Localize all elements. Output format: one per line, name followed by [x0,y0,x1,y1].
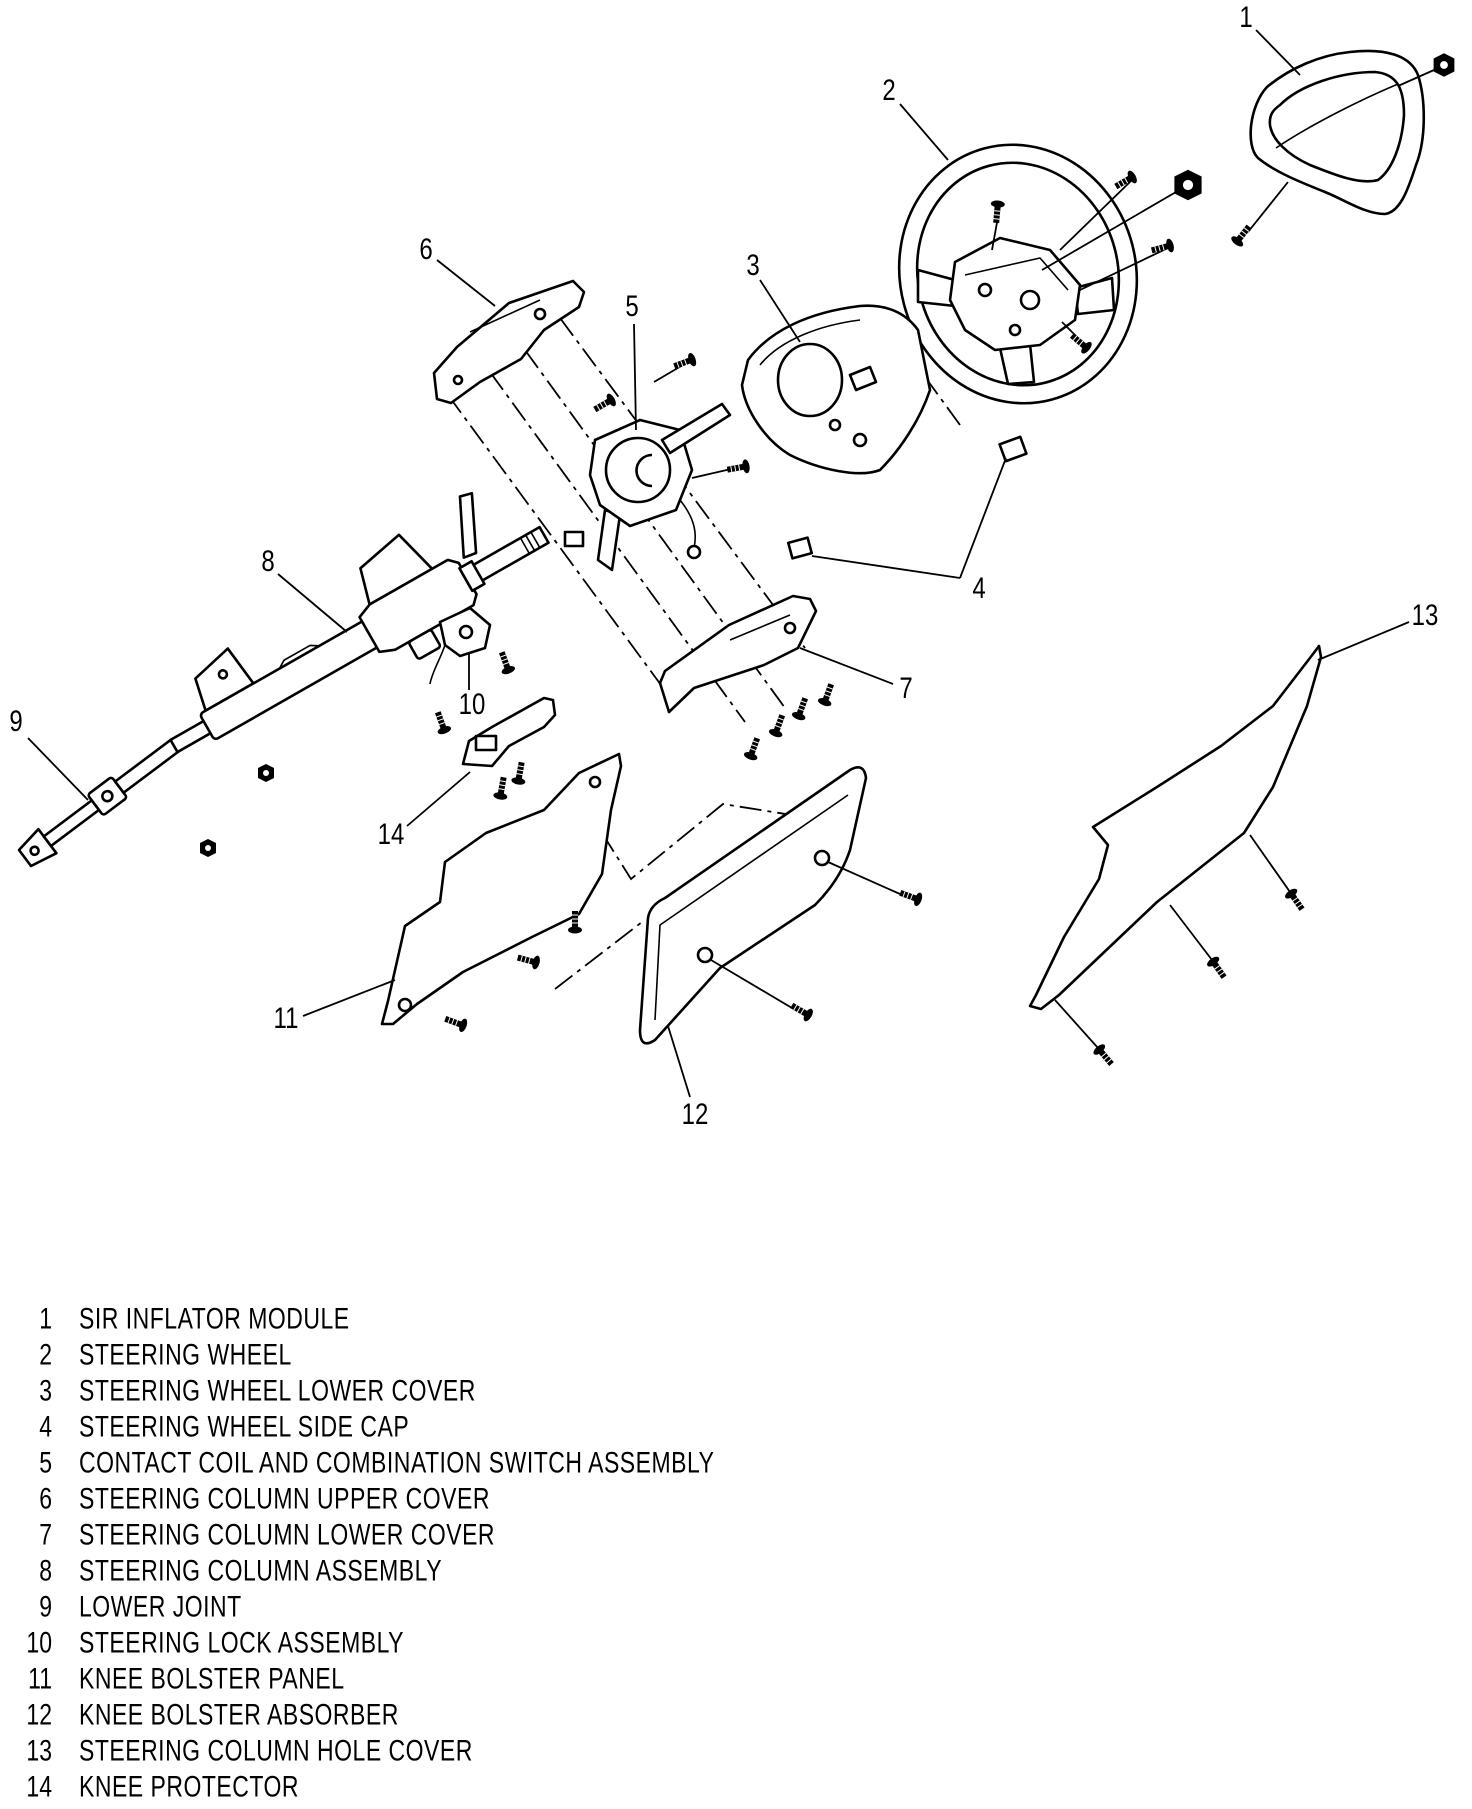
callouts: 1 2 3 4 5 6 7 8 9 10 11 12 13 14 [9,0,1438,1131]
screw [510,760,530,787]
exploded-view-diagram: 1 2 3 4 5 6 7 8 9 10 11 12 13 14 [9,0,1455,1131]
legend-item: 7 STEERING COLUMN LOWER COVER [0,1516,900,1552]
legend-number: 9 [39,1589,52,1623]
mounting-nut [200,839,216,857]
callout-3: 3 [746,247,759,281]
callout-8: 8 [261,543,274,577]
screw [492,775,512,802]
wheel-nut [1174,169,1202,201]
legend-label: STEERING WHEEL [79,1337,292,1371]
screw [816,681,839,709]
legend-item: 5 CONTACT COIL AND COMBINATION SWITCH ASS… [0,1444,900,1480]
callout-5: 5 [625,288,638,322]
callout-9: 9 [9,703,22,737]
legend-number: 13 [26,1733,52,1767]
screw [1204,954,1231,982]
screw [590,391,619,417]
legend-label: STEERING COLUMN UPPER COVER [79,1481,490,1515]
screw [442,1011,470,1034]
legend-label: STEERING COLUMN ASSEMBLY [79,1553,443,1587]
screw [1111,168,1140,194]
module-bolt [1229,221,1255,249]
legend-item: 14 KNEE PROTECTOR [0,1768,900,1804]
legend-number: 11 [28,1661,52,1695]
callout-1: 1 [1239,0,1252,34]
steering-column-upper-cover [432,279,586,405]
legend-number: 7 [39,1517,52,1551]
legend-item: 3 STEERING WHEEL LOWER COVER [0,1372,900,1408]
legend-item: 10 STEERING LOCK ASSEMBLY [0,1624,900,1660]
screw [515,950,542,971]
legend-item: 9 LOWER JOINT [0,1588,900,1624]
legend-item: 1 SIR INFLATOR MODULE [0,1300,900,1336]
screw [1282,886,1309,914]
screw [494,649,517,677]
screw [787,998,816,1024]
legend-label: LOWER JOINT [79,1589,242,1623]
callout-12: 12 [682,1096,709,1130]
legend-item: 8 STEERING COLUMN ASSEMBLY [0,1552,900,1588]
knee-bolster-panel [380,752,623,1026]
legend-label: STEERING WHEEL SIDE CAP [79,1409,410,1443]
callout-7: 7 [899,670,912,704]
legend-number: 14 [26,1769,52,1803]
steering-column-lower-cover [658,594,818,714]
legend-label: CONTACT COIL AND COMBINATION SWITCH ASSE… [79,1445,715,1479]
screw [790,695,813,723]
legend-label: KNEE PROTECTOR [79,1769,299,1803]
screw [742,735,765,763]
legend-number: 8 [39,1553,52,1587]
mounting-nut [258,764,274,782]
steering-lock-assembly [429,606,492,685]
legend-label: STEERING COLUMN HOLE COVER [79,1733,473,1767]
legend-number: 10 [26,1625,52,1659]
screw [767,712,790,740]
legend-item: 13 STEERING COLUMN HOLE COVER [0,1732,900,1768]
legend-label: SIR INFLATOR MODULE [79,1301,350,1335]
legend-item: 12 KNEE BOLSTER ABSORBER [0,1696,900,1732]
knee-protector [461,696,557,768]
legend-number: 2 [39,1337,52,1371]
legend-item: 4 STEERING WHEEL SIDE CAP [0,1408,900,1444]
callout-14: 14 [378,816,405,850]
steering-column-assembly [169,491,550,754]
legend-label: KNEE BOLSTER ABSORBER [79,1697,399,1731]
lower-joint [17,738,181,868]
legend-number: 3 [39,1373,52,1407]
legend-number: 12 [26,1697,52,1731]
steering-wheel-lower-cover [740,304,932,475]
sir-inflator-module [1247,49,1435,233]
knee-bolster-absorber [638,766,901,1045]
callout-2: 2 [882,72,895,106]
legend-number: 5 [39,1445,52,1479]
legend-number: 6 [39,1481,52,1515]
legend-label: STEERING LOCK ASSEMBLY [79,1625,405,1659]
callout-4: 4 [972,570,985,604]
steering-column-hole-cover [1028,644,1323,1049]
contact-coil-combination-switch [563,361,745,572]
callout-leaders [27,29,1410,1098]
legend-label: KNEE BOLSTER PANEL [79,1661,345,1695]
legend-item: 11 KNEE BOLSTER PANEL [0,1660,900,1696]
callout-10: 10 [459,686,486,720]
screw [430,709,453,737]
legend-label: STEERING WHEEL LOWER COVER [79,1373,476,1407]
steering-wheel-side-cap [786,435,1028,560]
screw [897,885,925,908]
legend-item: 6 STEERING COLUMN UPPER COVER [0,1480,900,1516]
legend-number: 4 [39,1409,52,1443]
legend-label: STEERING COLUMN LOWER COVER [79,1517,496,1551]
legend-number: 1 [39,1301,52,1335]
legend-item: 2 STEERING WHEEL [0,1336,900,1372]
callout-11: 11 [274,1000,299,1034]
callout-13: 13 [1412,597,1439,631]
module-bolt [1433,53,1455,77]
screw [725,458,752,478]
callout-6: 6 [419,231,432,265]
